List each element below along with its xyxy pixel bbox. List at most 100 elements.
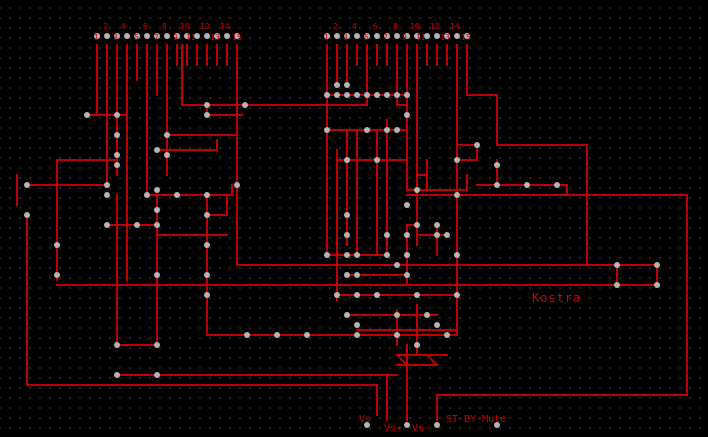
via bbox=[324, 92, 330, 98]
via bbox=[114, 342, 120, 348]
pin-label-right-1: 1 bbox=[324, 33, 329, 42]
via bbox=[364, 33, 370, 39]
via bbox=[324, 252, 330, 258]
net-label-kostra: Kostra bbox=[532, 291, 581, 305]
via bbox=[154, 272, 160, 278]
via bbox=[354, 92, 360, 98]
via bbox=[374, 92, 380, 98]
trace bbox=[26, 384, 378, 416]
via bbox=[434, 33, 440, 39]
via bbox=[104, 192, 110, 198]
via bbox=[134, 33, 140, 39]
pin-label-right-2: 2 bbox=[333, 22, 338, 31]
via bbox=[334, 292, 340, 298]
trace bbox=[181, 44, 246, 106]
via bbox=[104, 33, 110, 39]
pin-label-left-9: 9 bbox=[173, 33, 178, 42]
via bbox=[384, 232, 390, 238]
via bbox=[394, 33, 400, 39]
via bbox=[324, 127, 330, 133]
via bbox=[384, 252, 390, 258]
pin-label-right-6: 6 bbox=[373, 22, 378, 31]
via bbox=[454, 157, 460, 163]
via bbox=[94, 33, 100, 39]
via bbox=[24, 212, 30, 218]
pin-label-right-9: 9 bbox=[402, 33, 407, 42]
trace-layer bbox=[16, 44, 688, 421]
via bbox=[414, 187, 420, 193]
via bbox=[454, 292, 460, 298]
trace bbox=[425, 353, 439, 367]
via bbox=[324, 33, 330, 39]
trace bbox=[206, 194, 228, 216]
via bbox=[334, 92, 340, 98]
via bbox=[124, 33, 130, 39]
pin-label-left-12: 12 bbox=[200, 22, 210, 31]
via bbox=[154, 207, 160, 213]
via bbox=[654, 262, 660, 268]
pin-label-left-14: 14 bbox=[220, 22, 230, 31]
via bbox=[304, 332, 310, 338]
via bbox=[154, 147, 160, 153]
trace bbox=[395, 353, 409, 367]
via bbox=[434, 232, 440, 238]
via-layer bbox=[24, 33, 660, 428]
connector-left-labels: 2 4 6 8 10 12 14 1 3 5 7 9 11 13 15 bbox=[94, 22, 242, 42]
via bbox=[354, 332, 360, 338]
via bbox=[174, 192, 180, 198]
via bbox=[344, 92, 350, 98]
via bbox=[244, 332, 250, 338]
output-label-vs: Vs bbox=[359, 414, 371, 425]
via bbox=[154, 187, 160, 193]
output-label-standby-mute: ST-BY-Mute bbox=[446, 414, 506, 425]
via bbox=[404, 422, 410, 428]
via bbox=[344, 82, 350, 88]
via bbox=[394, 92, 400, 98]
pin-label-left-10: 10 bbox=[180, 22, 190, 31]
via bbox=[354, 272, 360, 278]
via bbox=[364, 422, 370, 428]
via bbox=[654, 282, 660, 288]
via bbox=[404, 272, 410, 278]
via bbox=[154, 222, 160, 228]
via bbox=[434, 322, 440, 328]
via bbox=[174, 33, 180, 39]
trace bbox=[426, 159, 468, 191]
pin-label-right-8: 8 bbox=[393, 22, 398, 31]
via bbox=[394, 332, 400, 338]
via bbox=[404, 33, 410, 39]
via bbox=[404, 232, 410, 238]
via bbox=[434, 222, 440, 228]
via bbox=[494, 182, 500, 188]
via bbox=[154, 33, 160, 39]
via bbox=[354, 252, 360, 258]
via bbox=[242, 102, 248, 108]
via bbox=[364, 127, 370, 133]
via bbox=[114, 132, 120, 138]
via bbox=[384, 92, 390, 98]
via bbox=[214, 33, 220, 39]
via bbox=[614, 262, 620, 268]
via bbox=[344, 212, 350, 218]
via bbox=[524, 182, 530, 188]
via bbox=[144, 33, 150, 39]
via bbox=[134, 222, 140, 228]
via bbox=[614, 282, 620, 288]
via bbox=[204, 192, 210, 198]
via bbox=[204, 112, 210, 118]
via bbox=[234, 182, 240, 188]
via bbox=[204, 272, 210, 278]
via bbox=[444, 232, 450, 238]
via bbox=[414, 33, 420, 39]
via bbox=[354, 292, 360, 298]
via bbox=[404, 92, 410, 98]
pin-label-right-14: 14 bbox=[450, 22, 460, 31]
via bbox=[114, 152, 120, 158]
via bbox=[344, 252, 350, 258]
via bbox=[374, 292, 380, 298]
pin-label-left-4: 4 bbox=[121, 22, 126, 31]
via bbox=[164, 152, 170, 158]
pin-label-left-6: 6 bbox=[143, 22, 148, 31]
via bbox=[344, 272, 350, 278]
